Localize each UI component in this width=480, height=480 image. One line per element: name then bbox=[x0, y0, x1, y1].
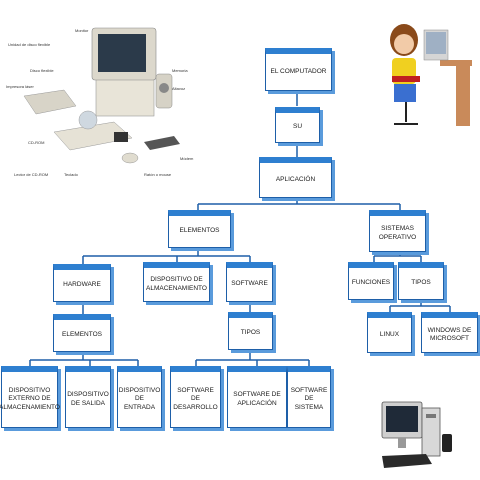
node-software: SOFTWARE bbox=[226, 262, 273, 302]
label-cdrom: CD-ROM bbox=[28, 140, 45, 145]
girl-at-computer-illustration bbox=[390, 24, 472, 126]
label-raton: Ratón o mouse bbox=[144, 172, 172, 177]
node-sw-tipos: TIPOS bbox=[228, 312, 273, 350]
node-hardware: HARDWARE bbox=[53, 264, 111, 302]
label-teclado: Teclado bbox=[64, 172, 78, 177]
label-disco-flexible: Disco flexible bbox=[30, 68, 54, 73]
node-software-desarrollo: SOFTWARE DE DESARROLLO bbox=[170, 366, 221, 428]
computer-components-illustration bbox=[23, 27, 180, 164]
label-impresora: Impresora láser bbox=[6, 84, 34, 89]
node-dispositivo-salida: DISPOSITIVO DE SALIDA bbox=[65, 366, 111, 428]
label-modem: Módem bbox=[180, 156, 194, 161]
node-software-sistema: SOFTWARE DE SISTEMA bbox=[287, 366, 331, 428]
node-dispositivo-almacenamiento: DISPOSITIVO DE ALMACENAMIENTO bbox=[143, 262, 210, 302]
label-monitor: Monitor bbox=[75, 28, 89, 33]
node-elementos: ELEMENTOS bbox=[168, 210, 231, 248]
node-hw-elementos: ELEMENTOS bbox=[53, 314, 111, 352]
node-funciones: FUNCIONES bbox=[348, 262, 394, 300]
node-sistemas-operativo: SISTEMAS OPERATIVO bbox=[369, 210, 426, 252]
node-windows: WINDOWS DE MICROSOFT bbox=[421, 312, 478, 353]
node-aplicacion: APLICACIÓN bbox=[259, 157, 332, 198]
node-el-computador: EL COMPUTADOR bbox=[265, 48, 332, 91]
node-linux: LINUX bbox=[367, 312, 412, 353]
label-lector-cd: Lector de CD-ROM bbox=[14, 172, 49, 177]
label-unidad-disco: Unidad de disco flexible bbox=[8, 42, 51, 47]
node-su: SU bbox=[275, 107, 320, 143]
node-software-aplicacion: SOFTWARE DE APLICACIÓN bbox=[227, 366, 287, 428]
desktop-computer-icon bbox=[381, 401, 452, 468]
label-altavoz: Altavoz bbox=[172, 86, 186, 91]
node-tipos-so: TIPOS bbox=[398, 262, 444, 300]
node-dispositivo-entrada: DISPOSITIVO DE ENTRADA bbox=[117, 366, 162, 428]
node-dispositivo-externo: DISPOSITIVO EXTERNO DE ALMACENAMIENTO bbox=[0, 366, 60, 428]
label-memoria: Memoria bbox=[172, 68, 188, 73]
